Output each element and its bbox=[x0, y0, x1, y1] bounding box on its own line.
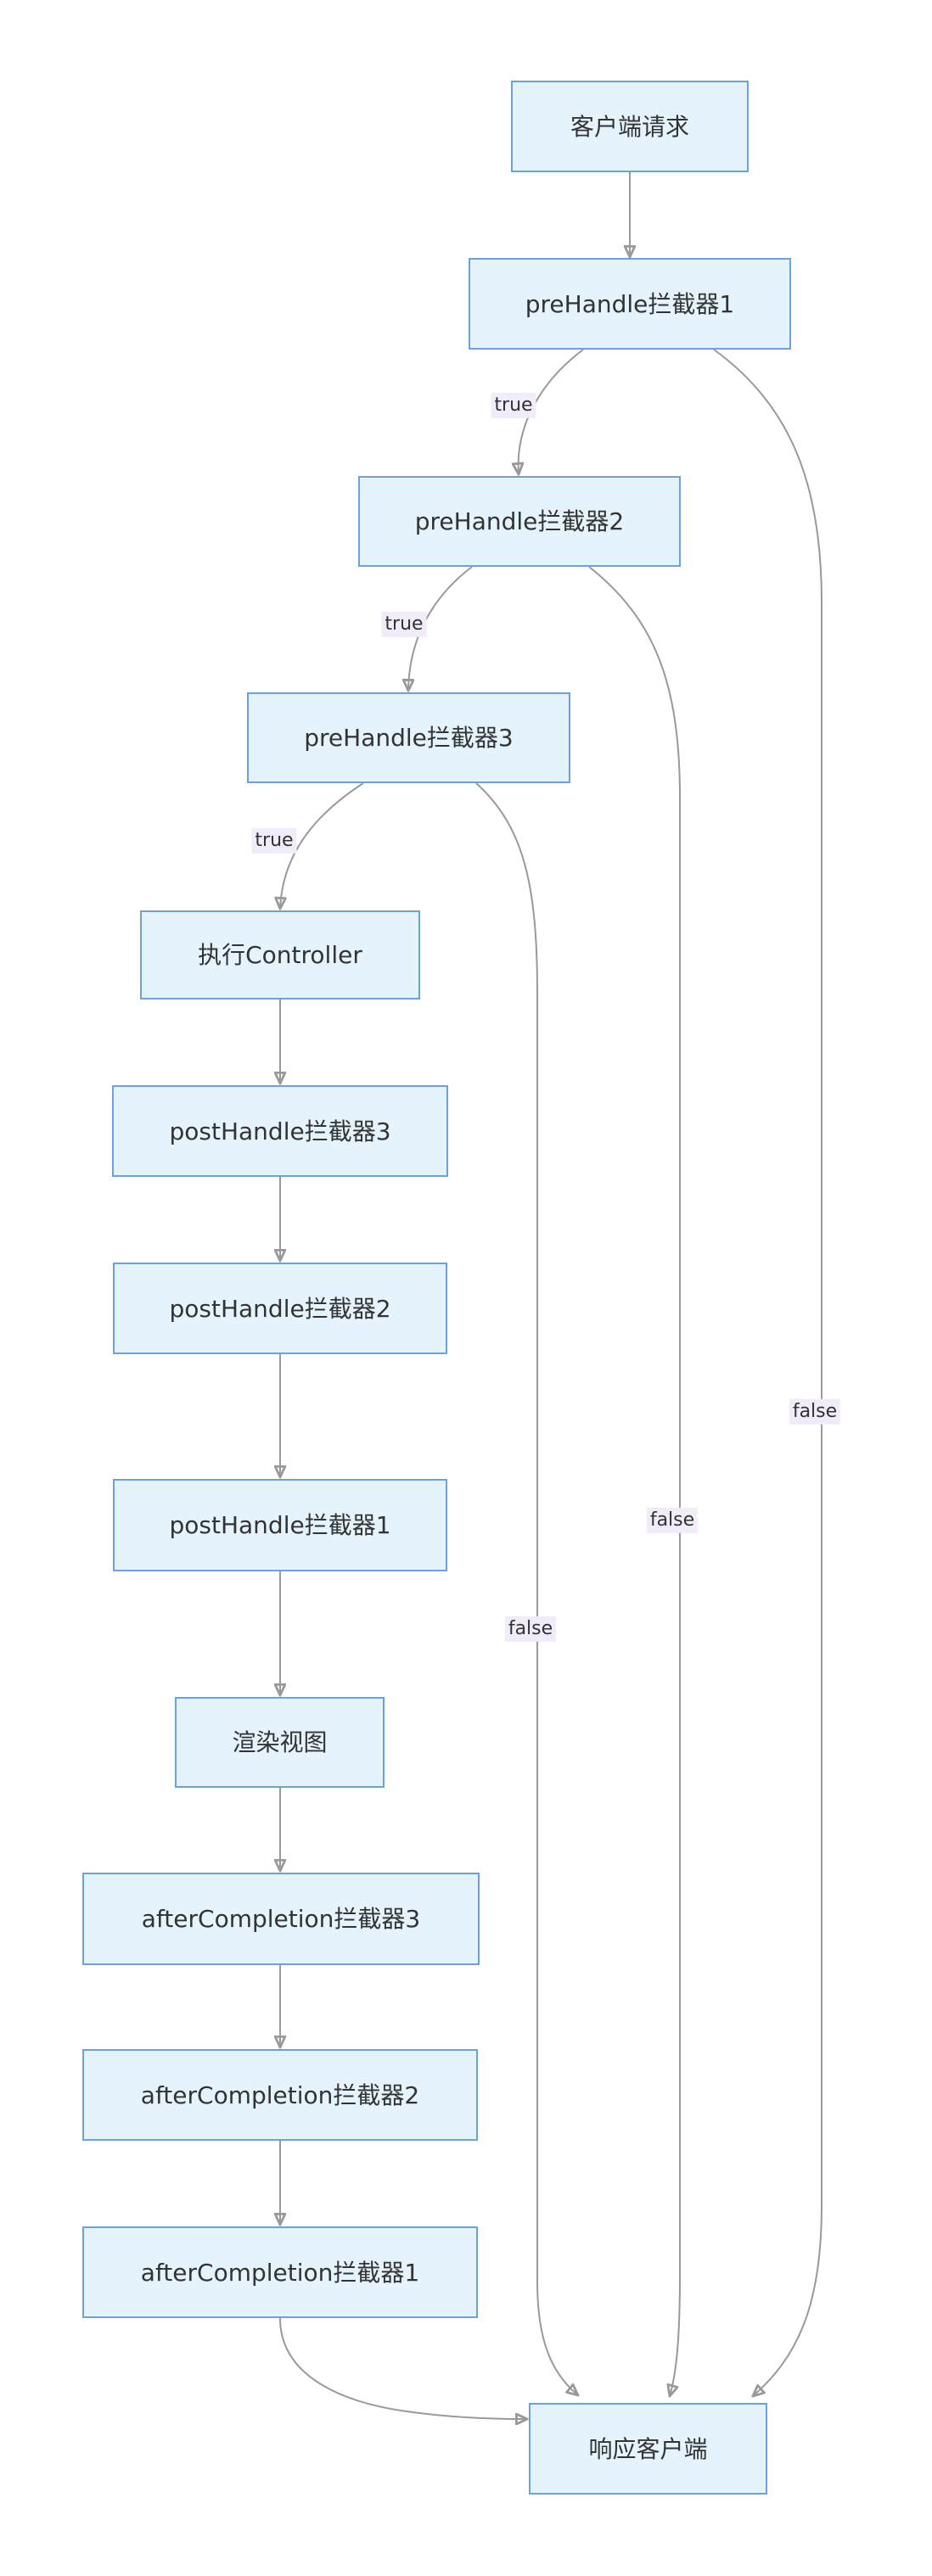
edge-label-true-prehandle3: true bbox=[251, 827, 297, 854]
node-label: 客户端请求 bbox=[570, 112, 689, 141]
node-render-view: 渲染视图 bbox=[175, 1697, 385, 1788]
node-posthandle-interceptor-2: postHandle拦截器2 bbox=[113, 1263, 447, 1354]
edge-true-prehandle3-to-controller bbox=[280, 782, 364, 909]
node-label: preHandle拦截器1 bbox=[525, 289, 735, 318]
node-aftercompletion-interceptor-3: afterCompletion拦截器3 bbox=[82, 1873, 480, 1965]
node-label: preHandle拦截器2 bbox=[414, 507, 625, 535]
node-label: 渲染视图 bbox=[232, 1728, 328, 1756]
node-prehandle-interceptor-2: preHandle拦截器2 bbox=[358, 476, 681, 567]
edge-false-prehandle2-to-respond bbox=[588, 566, 681, 2396]
node-label: afterCompletion拦截器2 bbox=[140, 2080, 420, 2109]
node-label: postHandle拦截器2 bbox=[169, 1294, 391, 1323]
edge-false-prehandle3-to-respond bbox=[475, 782, 578, 2395]
node-label: postHandle拦截器3 bbox=[169, 1117, 391, 1145]
node-label: 响应客户端 bbox=[588, 2434, 708, 2463]
node-client-request: 客户端请求 bbox=[511, 81, 749, 172]
edge-label-true-prehandle2: true bbox=[381, 611, 427, 638]
edge-label-false-prehandle2: false bbox=[646, 1507, 699, 1534]
node-label: afterCompletion拦截器1 bbox=[140, 2258, 420, 2287]
node-label: preHandle拦截器3 bbox=[304, 724, 514, 752]
node-prehandle-interceptor-3: preHandle拦截器3 bbox=[247, 692, 570, 783]
edge-false-prehandle1-to-respond bbox=[713, 349, 823, 2396]
node-respond-client: 响应客户端 bbox=[529, 2403, 767, 2495]
node-posthandle-interceptor-1: postHandle拦截器1 bbox=[113, 1479, 447, 1571]
node-prehandle-interceptor-1: preHandle拦截器1 bbox=[469, 258, 791, 350]
edge-label-false-prehandle1: false bbox=[789, 1398, 841, 1425]
edge-aftercompletion1-to-respond bbox=[279, 2317, 527, 2419]
node-execute-controller: 执行Controller bbox=[140, 910, 420, 1000]
node-posthandle-interceptor-3: postHandle拦截器3 bbox=[112, 1085, 448, 1177]
node-aftercompletion-interceptor-1: afterCompletion拦截器1 bbox=[82, 2226, 478, 2318]
edge-label-true-prehandle1: true bbox=[491, 392, 536, 419]
edge-label-false-prehandle3: false bbox=[504, 1616, 557, 1643]
node-label: 执行Controller bbox=[198, 941, 362, 969]
node-label: afterCompletion拦截器3 bbox=[141, 1905, 421, 1933]
node-label: postHandle拦截器1 bbox=[169, 1511, 391, 1539]
node-aftercompletion-interceptor-2: afterCompletion拦截器2 bbox=[82, 2049, 478, 2141]
